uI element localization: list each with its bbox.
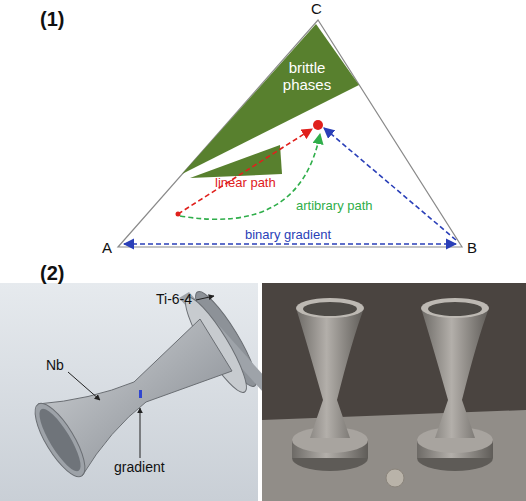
region-label: brittle phases [272,60,342,93]
panel-number: (2) [40,262,64,284]
region-fill [182,24,359,174]
region-shape [180,22,362,176]
part-label: Ti-6-4 [156,292,192,307]
path-label: linear path [215,176,276,190]
panel-number: (1) [40,8,64,30]
part-label: gradient [114,460,165,475]
path-label: binary gradient [245,228,331,242]
vertex-label: C [311,1,322,18]
vertex-label: B [467,240,477,257]
vertex-label: A [102,240,112,257]
phase-region: brittle phases [180,22,362,176]
path-label: artibrary path [296,199,373,213]
part-label: Nb [46,358,64,373]
